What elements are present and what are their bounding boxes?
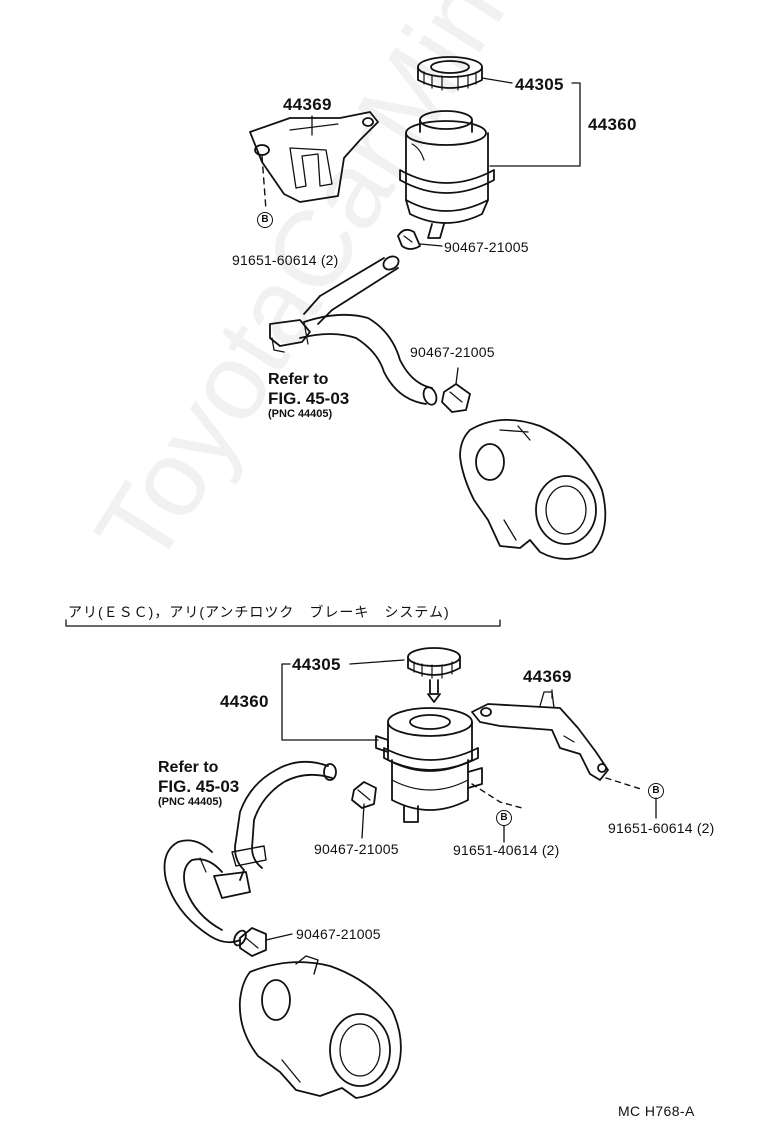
top-pump xyxy=(459,418,607,560)
bottom-b-marker-right: B xyxy=(648,783,664,799)
bottom-leader-group xyxy=(281,663,379,741)
top-leader-clip-upper xyxy=(419,243,443,247)
top-refer-to: Refer to xyxy=(268,371,329,388)
bottom-bolt-dashed-left xyxy=(471,783,523,809)
top-label-cap-44305: 44305 xyxy=(515,75,564,94)
top-reservoir-cap xyxy=(417,56,483,91)
top-label-bolt: 91651-60614 (2) xyxy=(232,252,339,268)
bottom-bolt-dashed-right xyxy=(605,777,645,791)
bottom-fig-link[interactable]: FIG. 45-03 xyxy=(158,777,240,796)
top-bolt-dashed-line xyxy=(261,155,267,211)
top-label-clip-lower: 90467-21005 xyxy=(410,344,495,360)
top-clip-lower xyxy=(441,383,471,413)
top-label-reservoir-44360: 44360 xyxy=(588,115,637,134)
bottom-refer-to: Refer to xyxy=(158,759,219,776)
bottom-label-clip-upper: 90467-21005 xyxy=(314,841,399,857)
condition-label: アリ(ＥＳＣ)，アリ(アンチロツク ブレーキ システム) xyxy=(68,604,450,620)
top-bracket xyxy=(249,111,379,203)
bottom-clip-upper xyxy=(351,781,377,809)
bottom-label-bracket-44369: 44369 xyxy=(523,667,572,686)
bottom-pnc-note: (PNC 44405) xyxy=(158,796,223,808)
top-pnc-note: (PNC 44405) xyxy=(268,408,333,420)
top-return-hose xyxy=(269,255,438,406)
top-leader-cap xyxy=(481,77,513,84)
bottom-label-cap-44305: 44305 xyxy=(292,655,341,674)
bottom-label-bolt-right: 91651-60614 (2) xyxy=(608,820,715,836)
bottom-reservoir-cap xyxy=(407,647,461,703)
top-label-bracket-44369: 44369 xyxy=(283,95,332,114)
bottom-reservoir-body xyxy=(375,707,483,823)
bottom-leader-cap xyxy=(349,659,405,665)
bottom-label-reservoir-44360: 44360 xyxy=(220,692,269,711)
bottom-return-hose xyxy=(163,760,337,947)
bottom-pump xyxy=(238,955,402,1099)
bottom-leader-clip-upper xyxy=(361,803,365,839)
bottom-b-marker-left: B xyxy=(496,810,512,826)
bottom-clip-lower xyxy=(239,927,267,957)
top-reservoir-body xyxy=(399,110,495,239)
top-b-marker: B xyxy=(257,212,273,228)
condition-underline xyxy=(65,619,501,627)
bottom-label-bolt-left: 91651-40614 (2) xyxy=(453,842,560,858)
drawing-code: MC H768-A xyxy=(618,1103,695,1119)
top-fig-link[interactable]: FIG. 45-03 xyxy=(268,389,350,408)
top-leader-bracket-group xyxy=(489,82,581,167)
bottom-leader-clip-lower xyxy=(265,933,293,941)
bottom-label-clip-lower: 90467-21005 xyxy=(296,926,381,942)
top-clip-upper xyxy=(397,228,421,250)
bottom-bracket xyxy=(471,691,609,781)
top-leader-clip-lower xyxy=(455,367,459,385)
top-label-clip-upper: 90467-21005 xyxy=(444,239,529,255)
